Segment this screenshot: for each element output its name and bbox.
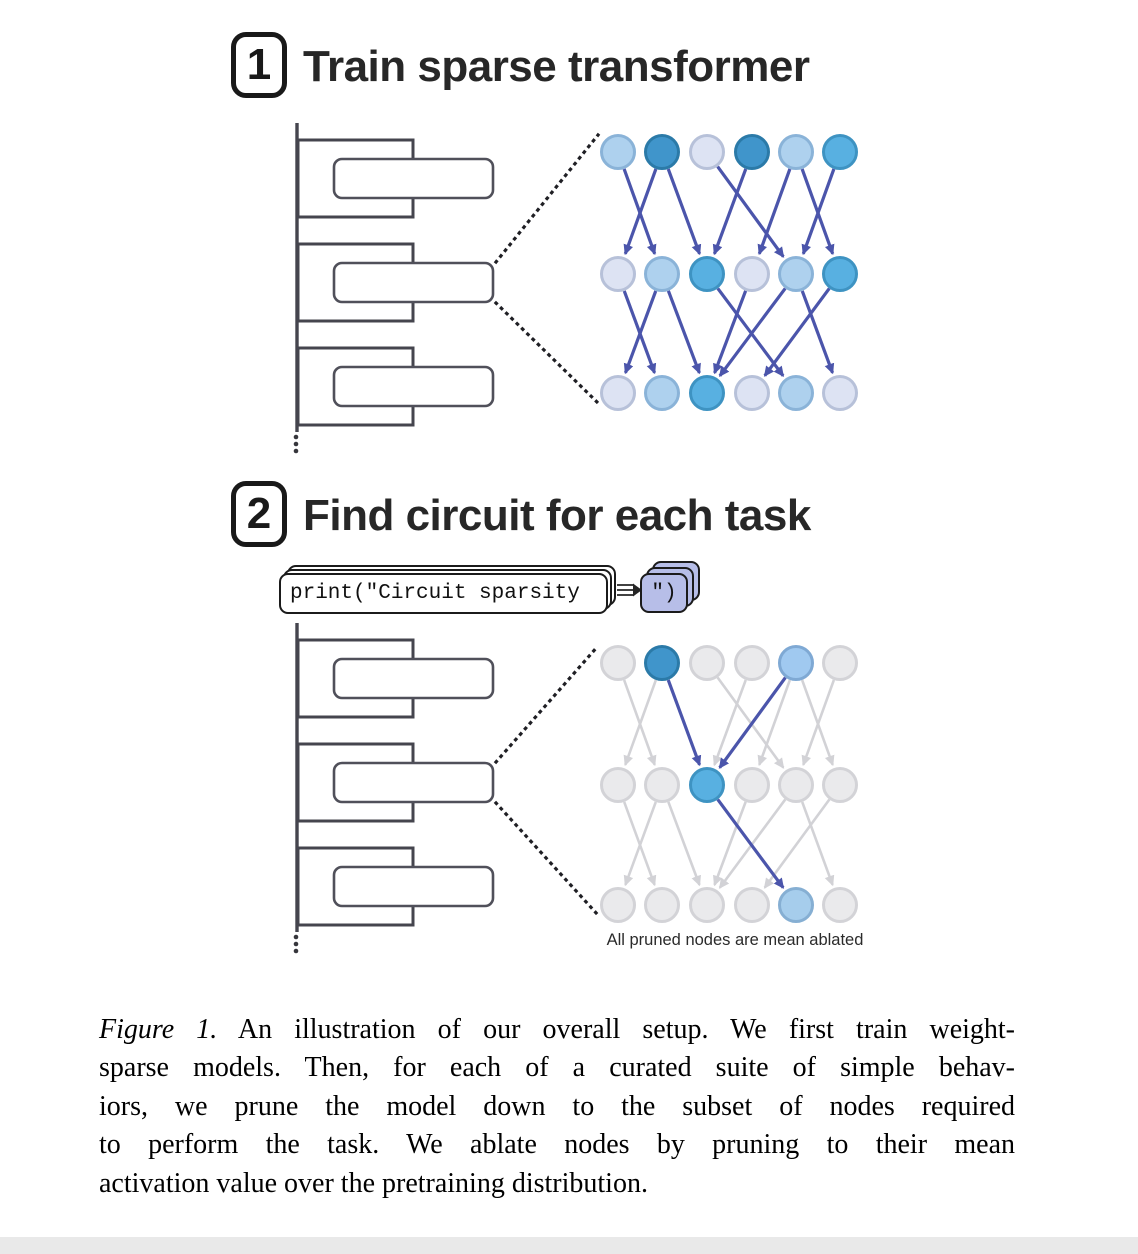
network-node-light3: [778, 887, 814, 923]
transformer-block-inner: [332, 261, 495, 304]
network-edge-active: [716, 287, 785, 377]
caption-line: to perform the task. We ablate nodes by …: [99, 1129, 1015, 1161]
network-node-light2: [778, 645, 814, 681]
network-node-light: [778, 256, 814, 292]
network-edge-pruned: [623, 801, 658, 887]
network-node-medium: [689, 256, 725, 292]
network-edge-pruned: [801, 679, 836, 767]
ellipsis-dot: [293, 448, 299, 454]
network-node-pale: [734, 256, 770, 292]
network-node-pale: [600, 256, 636, 292]
network-edge-active: [623, 290, 658, 375]
network-node-light: [644, 375, 680, 411]
transformer-block-inner: [332, 365, 495, 408]
network-node-pale: [689, 134, 725, 170]
caption-label: Figure 1.: [99, 1014, 218, 1045]
network-edge-active: [712, 168, 748, 256]
result-card: "): [640, 573, 688, 613]
network-edge-active: [666, 679, 702, 767]
network-node-pale: [734, 375, 770, 411]
network-edge-active: [800, 290, 835, 375]
ellipsis-dot: [293, 441, 299, 447]
ellipsis-dot: [293, 434, 299, 440]
step-2-badge: 2: [231, 481, 287, 547]
network-node-gray: [644, 887, 680, 923]
network-node-medium: [822, 134, 858, 170]
network-node-light: [778, 375, 814, 411]
transformer-block-inner: [332, 865, 495, 908]
network-edge-active: [801, 168, 836, 256]
network-edge-active: [716, 165, 785, 258]
zoom-dotted-line: [493, 300, 601, 406]
code-card: print("Circuit sparsity: [279, 573, 608, 614]
network-node-gray: [778, 767, 814, 803]
network-edge-pruned: [763, 798, 831, 889]
step-2-title: Find circuit for each task: [303, 491, 811, 540]
zoom-dotted-line: [493, 800, 601, 918]
network-node-gray: [600, 767, 636, 803]
ellipsis-dot: [293, 948, 299, 954]
network-node-medium: [822, 256, 858, 292]
ellipsis-dot: [293, 941, 299, 947]
network-edge-pruned: [757, 679, 792, 767]
network-node-medium: [689, 375, 725, 411]
caption-line: Figure 1. An illustration of our overall…: [99, 1011, 1015, 1049]
transformer-block-inner: [332, 157, 495, 200]
network-node-gray: [600, 887, 636, 923]
network-edge-active: [713, 290, 748, 375]
network-edge-active: [666, 290, 701, 375]
network-edge-active: [718, 676, 787, 769]
caption-text: An illustration of our overall setup. We…: [217, 1014, 1016, 1045]
transformer-block-inner: [332, 657, 495, 700]
network-node-gray: [644, 767, 680, 803]
network-node-gray: [600, 645, 636, 681]
network-node-dark: [734, 134, 770, 170]
network-node-gray: [734, 645, 770, 681]
network-node-dark: [644, 645, 680, 681]
ellipsis-dot: [293, 934, 299, 940]
ablation-note: All pruned nodes are mean ablated: [606, 931, 864, 949]
caption-line: sparse models. Then, for each of a curat…: [99, 1052, 1015, 1084]
caption-line: iors, we prune the model down to the sub…: [99, 1090, 1015, 1122]
figure-caption: Figure 1. An illustration of our overall…: [99, 1011, 1015, 1203]
network-node-gray: [822, 887, 858, 923]
page-bottom-strip: [0, 1237, 1138, 1254]
network-node-gray: [689, 887, 725, 923]
network-edge-pruned: [718, 798, 787, 889]
zoom-dotted-line: [493, 643, 601, 765]
network-node-gray: [689, 645, 725, 681]
network-node-light: [644, 256, 680, 292]
step-1-badge: 1: [231, 32, 287, 98]
network-edge-active: [757, 168, 792, 256]
network-edge-active: [718, 287, 787, 377]
network-node-gray: [822, 767, 858, 803]
network-edge-active: [666, 168, 702, 256]
network-node-pale: [600, 375, 636, 411]
zoom-dotted-line: [493, 132, 601, 265]
network-edge-active: [623, 168, 658, 256]
network-node-light: [600, 134, 636, 170]
network-node-gray: [734, 887, 770, 923]
network-node-gray: [734, 767, 770, 803]
network-edge-pruned: [713, 801, 747, 887]
network-edge-pruned: [712, 679, 747, 767]
network-node-light: [778, 134, 814, 170]
network-node-gray: [822, 645, 858, 681]
network-edge-pruned: [623, 679, 658, 767]
network-node-pale: [822, 375, 858, 411]
network-edge-pruned: [667, 801, 701, 887]
network-edge-pruned: [800, 801, 835, 887]
network-node-dark: [644, 134, 680, 170]
network-edge-active: [716, 798, 785, 889]
network-node-medium: [689, 767, 725, 803]
transformer-block-inner: [332, 761, 495, 804]
step-1-title: Train sparse transformer: [303, 42, 810, 91]
network-edge-active: [763, 287, 831, 377]
code-arrow-head: [633, 583, 642, 597]
network-edge-pruned: [716, 676, 785, 769]
caption-line: activation value over the pretraining di…: [99, 1167, 648, 1199]
